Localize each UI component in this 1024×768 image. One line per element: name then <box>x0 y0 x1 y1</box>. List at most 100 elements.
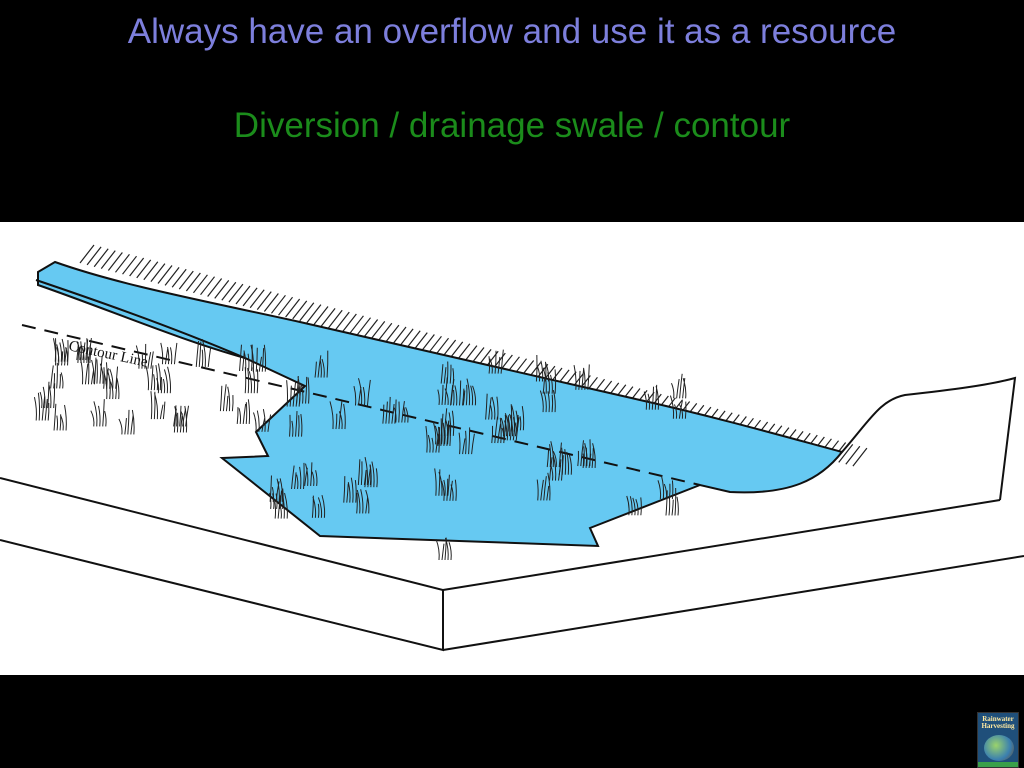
hatch-stroke <box>200 276 216 296</box>
hatch-stroke <box>185 272 201 292</box>
grass-tuft <box>291 462 305 490</box>
hatch-stroke <box>143 261 159 281</box>
grass-tuft <box>432 420 450 445</box>
grass-tuft <box>357 457 372 486</box>
hatch-stroke <box>320 307 336 327</box>
hatch-stroke <box>292 300 308 320</box>
grass-tuft <box>669 395 687 419</box>
grass-tuft <box>542 367 557 394</box>
hatch-stroke <box>263 293 279 312</box>
hatch-stroke <box>242 287 258 307</box>
hatch-stroke <box>100 250 116 269</box>
hatch-stroke <box>327 309 343 329</box>
grass-tuft <box>491 416 505 444</box>
grass-tuft <box>546 441 562 468</box>
grass-tuft <box>250 344 267 372</box>
grass-tufts <box>33 337 687 561</box>
slide-subtitle: Diversion / drainage swale / contour <box>233 106 791 145</box>
grass-tuft <box>269 475 283 502</box>
swale-diagram: Contour Line <box>0 244 1024 652</box>
grass-tuft <box>435 537 452 561</box>
hatch-stroke <box>348 315 364 335</box>
grass-tuft <box>150 391 166 420</box>
grass-tuft <box>558 447 573 475</box>
hatch-stroke <box>838 444 854 463</box>
hatch-stroke <box>341 313 357 333</box>
grass-tuft <box>289 411 303 437</box>
grass-tuft <box>33 392 50 421</box>
grass-tuft <box>657 475 674 500</box>
contour-line-label: Contour Line <box>67 338 149 370</box>
grass-tuft <box>549 455 564 481</box>
book-cover-bar <box>978 762 1018 767</box>
grass-tuft <box>434 468 450 496</box>
grass-tuft <box>329 401 346 430</box>
grass-tuft <box>91 356 109 384</box>
hatch-stroke <box>207 278 223 297</box>
hatch-stroke <box>178 270 194 290</box>
hatch-stroke <box>398 328 414 348</box>
grass-tuft <box>236 399 251 425</box>
hatch-stroke <box>86 246 102 266</box>
grass-tuft <box>665 488 679 516</box>
hatch-stroke <box>235 285 251 305</box>
grass-tuft <box>539 390 556 413</box>
hatch-stroke <box>164 266 180 286</box>
grass-tuft <box>353 378 371 406</box>
grass-tuft <box>173 405 190 427</box>
grass-tuft <box>244 367 259 394</box>
grass-tuft <box>90 399 107 427</box>
grass-tuft <box>356 489 370 514</box>
hatch-stroke <box>270 294 286 314</box>
landform-outline <box>0 279 1024 652</box>
grass-tuft <box>39 381 56 409</box>
grass-tuft <box>440 408 455 436</box>
hatch-stroke <box>79 244 95 264</box>
hatch-stroke <box>93 248 109 268</box>
grass-tuft <box>343 476 357 503</box>
hatch-stroke <box>157 265 173 284</box>
grass-tuft <box>577 439 591 467</box>
hatch-stroke <box>363 319 379 338</box>
grass-tuft <box>156 366 171 394</box>
grass-tuft <box>425 426 441 453</box>
grass-tuft <box>50 362 64 389</box>
hatch-stroke <box>192 274 208 294</box>
hatch-stroke <box>313 306 329 325</box>
grass-tuft <box>52 338 69 366</box>
hatch-stroke <box>136 259 152 279</box>
hatch-stroke <box>356 317 372 337</box>
grass-tuft <box>239 344 253 371</box>
grass-tuft <box>103 362 119 389</box>
hatch-stroke <box>370 321 386 340</box>
grass-tuft <box>314 350 329 378</box>
grass-tuft <box>118 409 135 435</box>
grass-tuft <box>160 342 178 365</box>
hatch-stroke <box>285 298 301 318</box>
swale-illustration: Contour Line <box>0 222 1024 675</box>
grass-tuft <box>145 363 162 391</box>
book-title: Rainwater Harvesting <box>981 715 1015 730</box>
hatch-stroke <box>306 304 322 324</box>
hatch-stroke <box>171 268 187 288</box>
grass-tuft <box>173 405 188 433</box>
hatch-stroke <box>299 302 315 322</box>
hatch-stroke <box>129 257 145 277</box>
grass-tuft <box>536 472 551 501</box>
grass-tuft <box>269 488 284 510</box>
rainwater-harvesting-book-logo: Rainwater Harvesting <box>977 712 1019 768</box>
grass-tuft <box>503 415 520 441</box>
grass-tuft <box>671 373 687 399</box>
hatch-stroke <box>107 252 123 271</box>
slide-title: Always have an overflow and use it as a … <box>127 12 897 51</box>
hatch-stroke <box>150 263 166 283</box>
hatch-stroke <box>114 253 130 273</box>
grass-tuft <box>573 364 590 390</box>
grass-tuft <box>53 403 67 431</box>
grass-tuft <box>450 380 465 406</box>
hatch-stroke <box>214 280 230 299</box>
grass-tuft <box>535 354 550 382</box>
grass-tuft <box>626 495 642 516</box>
hatch-stroke <box>405 330 421 350</box>
hatch-stroke <box>256 291 272 310</box>
